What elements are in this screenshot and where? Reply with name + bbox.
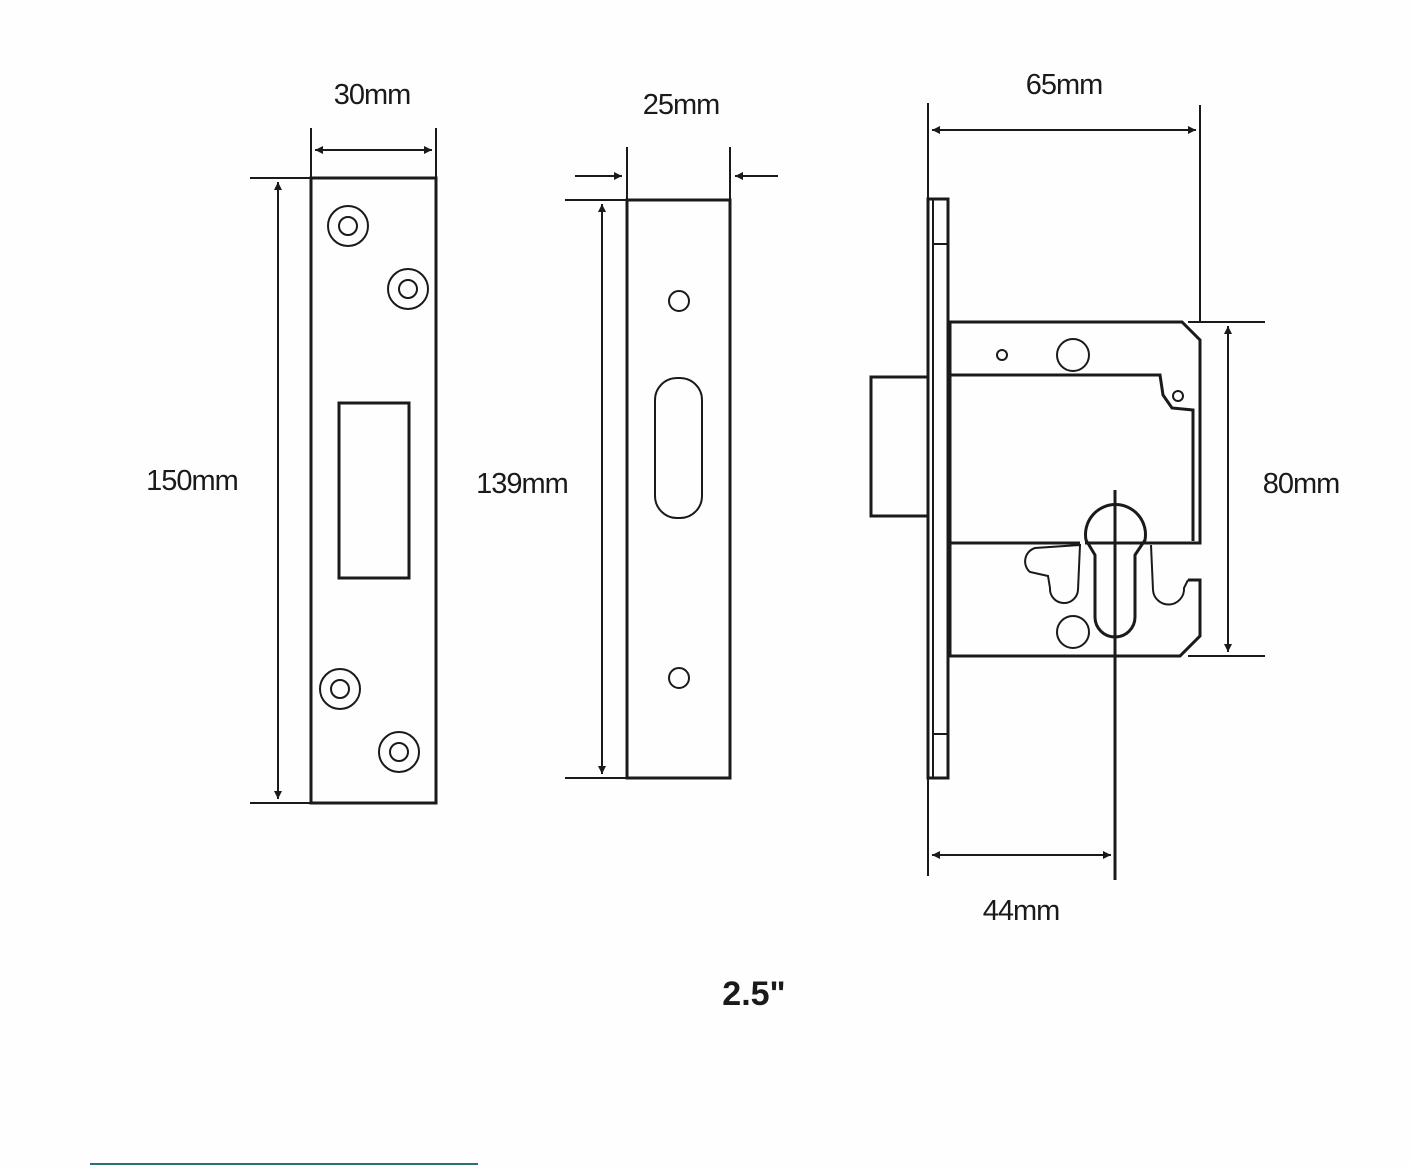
body-height-label: 80mm [1263,468,1340,500]
body-depth-label: 65mm [1026,69,1103,101]
backset-label: 44mm [983,895,1060,927]
forend-width-label: 25mm [643,89,720,121]
body-height-dimension [1188,321,1265,657]
strike-plate: 30mm 150mm [146,79,438,805]
backset-dimension [927,778,1111,876]
screw-hole-icon [319,205,429,773]
strike-height-dimension [250,177,311,804]
lock-body: 65mm 80mm 44mm [869,69,1340,927]
bolt-slot [654,377,703,519]
euro-cylinder-cutout [1024,503,1189,639]
forend-height-label: 139mm [476,468,568,500]
screw-hole-icon [668,290,690,312]
forend-height-dimension [565,199,627,779]
screw-hole-icon [668,667,690,689]
lock-size-title: 2.5" [722,975,785,1013]
forend-width-dimension [575,147,778,200]
body-depth-dimension [927,103,1201,322]
deadbolt [869,375,930,518]
strike-width-dimension [310,128,437,178]
strike-height-label: 150mm [146,465,238,497]
forend-plate: 25mm 139mm [476,89,778,780]
strike-width-label: 30mm [334,79,411,111]
